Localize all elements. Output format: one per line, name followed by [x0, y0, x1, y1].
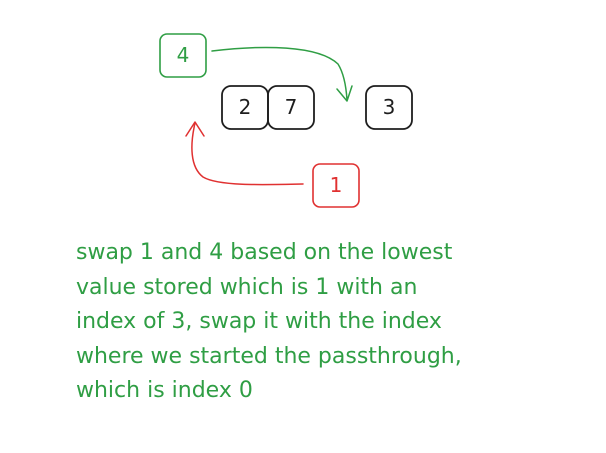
- array-box-outline: [267, 85, 315, 130]
- array-box-outline: [365, 85, 413, 130]
- green-swap-arrow: [211, 46, 353, 102]
- array-box-label: 7: [285, 95, 298, 119]
- green-arrow-shaft: [211, 46, 348, 101]
- red-value-box: 1: [312, 163, 360, 208]
- swap-explanation-caption: swap 1 and 4 based on the lowest value s…: [76, 240, 462, 403]
- array-element-box: 7: [267, 85, 315, 130]
- red-arrow-head: [185, 121, 205, 137]
- red-box-label: 1: [330, 173, 343, 197]
- array-box-label: 2: [239, 95, 252, 119]
- green-box-label: 4: [177, 43, 190, 67]
- array-element-box: 2: [221, 85, 269, 130]
- red-box-outline: [312, 163, 360, 208]
- red-arrow-shaft: [191, 122, 304, 186]
- array-element-box: 3: [365, 85, 413, 130]
- green-arrow-head: [336, 85, 353, 102]
- green-value-box: 4: [159, 33, 207, 78]
- array-box-label: 3: [383, 95, 396, 119]
- red-swap-arrow: [185, 121, 304, 186]
- green-box-outline: [159, 33, 207, 78]
